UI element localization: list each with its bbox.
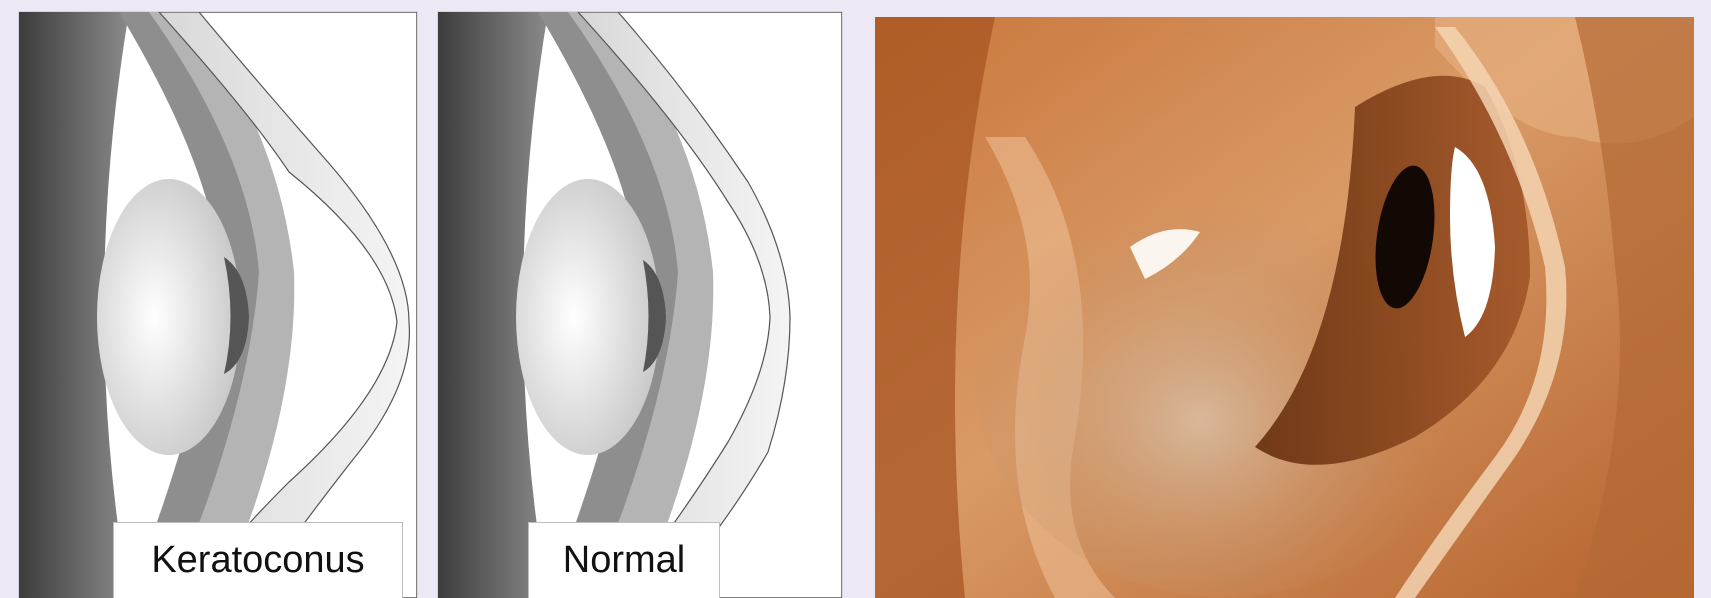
normal-diagram-panel: Normal bbox=[438, 12, 842, 598]
normal-eye-cross-section bbox=[438, 12, 842, 598]
eye-side-view-photo bbox=[875, 17, 1694, 598]
normal-label: Normal bbox=[528, 522, 720, 598]
eye-side-view-icon bbox=[875, 17, 1694, 598]
keratoconus-label: Keratoconus bbox=[113, 522, 403, 598]
keratoconus-eye-cross-section bbox=[19, 12, 417, 598]
keratoconus-diagram-panel: Keratoconus bbox=[19, 12, 417, 598]
